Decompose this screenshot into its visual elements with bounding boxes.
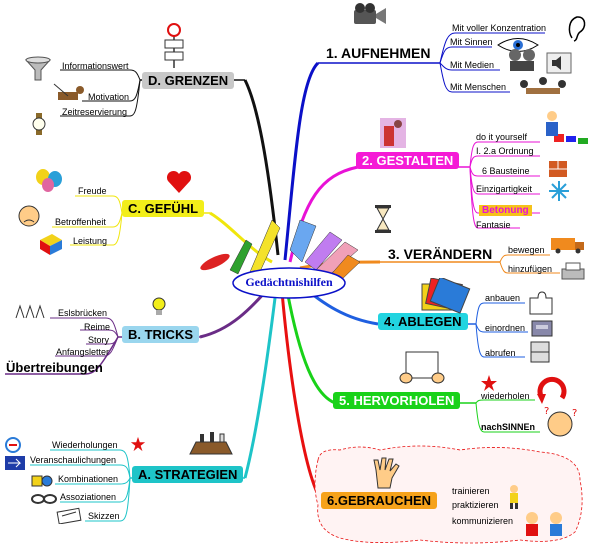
node-bewegen[interactable]: bewegen	[508, 245, 545, 255]
node-motivation[interactable]: Motivation	[88, 92, 130, 102]
branch-strategien[interactable]: A. STRATEGIEN	[132, 466, 244, 483]
eye-icon	[497, 38, 539, 52]
paper-hands-icon	[399, 351, 445, 384]
puzzle-icon	[529, 291, 553, 315]
trainer-icon	[510, 485, 518, 509]
brick-icon	[549, 161, 567, 177]
lightbulb-icon	[152, 297, 166, 315]
branch-aufnehmen[interactable]: 1. AUFNEHMEN	[326, 45, 431, 61]
branch-ablegen[interactable]: 4. ABLEGEN	[378, 313, 468, 330]
node-uebertreibungen[interactable]: Übertreibungen	[6, 360, 103, 375]
node-praktizieren[interactable]: praktizieren	[452, 500, 499, 510]
hand-icon	[373, 457, 400, 489]
node-skizzen[interactable]: Skizzen	[88, 511, 120, 521]
branch-hervorholen[interactable]: 5. HERVORHOLEN	[333, 392, 461, 409]
node-mit-menschen[interactable]: Mit Menschen	[450, 82, 507, 92]
node-trainieren[interactable]: trainieren	[452, 486, 490, 496]
node-ordnung[interactable]: I. 2.a Ordnung	[476, 146, 534, 156]
node-eslsbruecken[interactable]: Eslsbrücken	[58, 308, 108, 318]
svg-text:?: ?	[544, 406, 549, 417]
node-do-it-yourself[interactable]: do it yourself	[476, 132, 528, 142]
filing-icon	[531, 320, 553, 337]
chain-icon	[31, 494, 57, 504]
donkey-icon	[53, 83, 84, 100]
node-veranschaulichungen[interactable]: Veranschaulichungen	[30, 455, 117, 465]
rubiks-cube-icon	[40, 234, 62, 255]
node-wiederholungen[interactable]: Wiederholungen	[52, 440, 118, 450]
talking-people-icon	[526, 512, 562, 536]
node-mit-medien[interactable]: Mit Medien	[450, 60, 495, 70]
printer-icon	[561, 262, 585, 280]
branch-grenzen[interactable]: D. GRENZEN	[142, 72, 235, 89]
svg-text:?: ?	[572, 408, 577, 419]
node-leistung[interactable]: Leistung	[73, 236, 108, 246]
funnel-icon	[24, 56, 52, 81]
node-abrufen[interactable]: abrufen	[485, 348, 516, 358]
node-mit-voller-konzentration[interactable]: Mit voller Konzentration	[452, 23, 547, 33]
branch-gefuehl[interactable]: C. GEFÜHL	[122, 200, 205, 217]
branch-gestalten[interactable]: 2. GESTALTEN	[356, 152, 460, 169]
node-betroffenheit[interactable]: Betroffenheit	[55, 217, 106, 227]
node-reime[interactable]: Reime	[84, 322, 111, 332]
node-assoziationen[interactable]: Assoziationen	[60, 492, 117, 502]
painter-icon	[380, 118, 406, 148]
node-informationswert[interactable]: Informationswert	[62, 61, 129, 71]
hourglass-icon	[375, 205, 391, 233]
node-nachsinnen[interactable]: nachSINNEn	[481, 422, 536, 432]
node-anfangsletter[interactable]: Anfangsletter	[56, 347, 110, 357]
projector-icon	[509, 49, 535, 71]
sign-icon	[5, 456, 25, 470]
cabinet-icon	[530, 341, 550, 363]
heart-icon	[166, 170, 192, 193]
change-icon	[5, 437, 21, 453]
traffic-sign-icon	[164, 23, 184, 68]
sketch-pad-icon	[56, 507, 82, 524]
thinker-icon: ??	[544, 406, 577, 437]
ear-icon	[568, 16, 586, 42]
node-hinzufuegen[interactable]: hinzufügen	[508, 264, 553, 274]
star-icon	[481, 375, 497, 391]
branch-gebrauchen[interactable]: 6.GEBRAUCHEN	[321, 492, 438, 509]
watch-icon	[32, 113, 46, 135]
snowflake-icon	[549, 181, 569, 201]
node-zeitreservierung[interactable]: Zeitreservierung	[62, 107, 128, 117]
folders-icon	[421, 278, 471, 314]
node-freude[interactable]: Freude	[78, 186, 107, 196]
center-title: Gedächtnishilfen	[245, 275, 333, 289]
red-star-icon	[130, 436, 146, 452]
branch-veraendern[interactable]: 3. VERÄNDERN	[388, 246, 493, 262]
node-mit-sinnen[interactable]: Mit Sinnen	[450, 37, 493, 47]
node-einordnen[interactable]: einordnen	[485, 323, 526, 333]
node-kombinationen[interactable]: Kombinationen	[58, 474, 119, 484]
node-anbauen[interactable]: anbauen	[485, 293, 521, 303]
node-6-bausteine[interactable]: 6 Bausteine	[482, 166, 530, 176]
moving-truck-icon	[551, 238, 584, 254]
return-arrow-icon	[537, 376, 567, 404]
people-meeting-icon	[520, 77, 566, 94]
speaker-icon	[546, 52, 572, 74]
balloons-icon	[36, 169, 62, 192]
combination-icon	[31, 475, 53, 487]
node-wiederholen[interactable]: wiederholen	[481, 391, 530, 401]
branch-tricks[interactable]: B. TRICKS	[122, 326, 199, 343]
camera-icon	[354, 3, 386, 24]
node-kommunizieren[interactable]: kommunizieren	[452, 516, 514, 526]
sketch-figures-icon	[15, 304, 45, 319]
node-fantasie[interactable]: Fantasie	[476, 220, 511, 230]
crying-face-icon	[18, 205, 40, 227]
chess-board-icon	[189, 432, 233, 455]
builder-icon	[546, 111, 588, 144]
node-einzigartigkeit[interactable]: Einzigartigkeit	[476, 184, 533, 194]
node-betonung[interactable]: Betonung	[479, 205, 532, 216]
node-story[interactable]: Story	[88, 335, 110, 345]
